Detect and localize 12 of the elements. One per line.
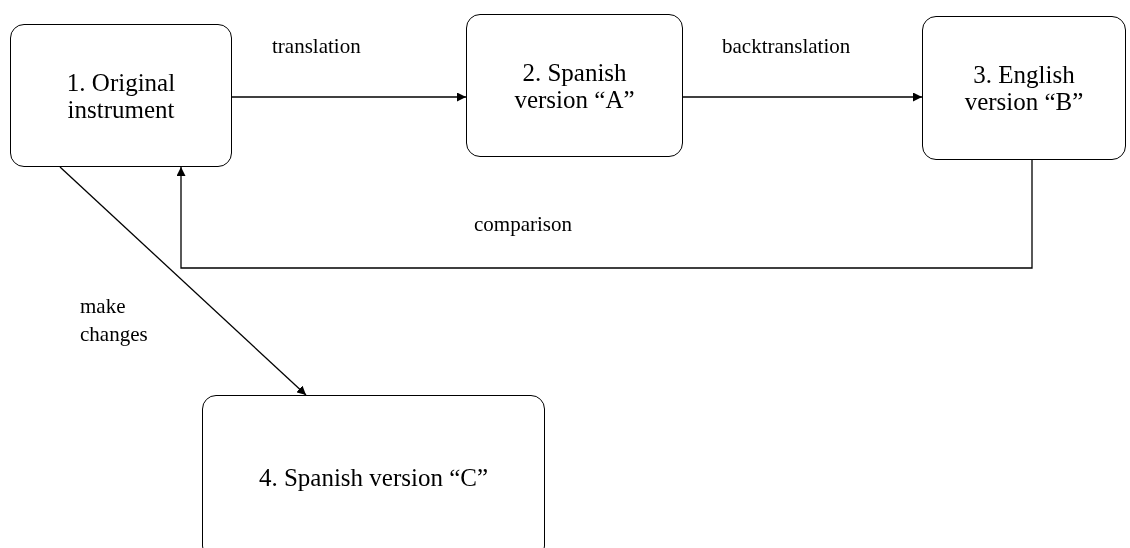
arrow: [176, 159, 1033, 269]
box-label: 3. English version “B”: [963, 61, 1085, 115]
process-box: [466, 14, 683, 157]
process-box: [10, 24, 232, 167]
process-box: [922, 16, 1126, 160]
process-box: [202, 395, 545, 548]
arrow: [682, 92, 923, 102]
box-label: 2. Spanish version “A”: [513, 58, 636, 113]
arrow: [231, 92, 467, 102]
box-label: 4. Spanish version “C”: [258, 464, 489, 491]
box-label: 1. Original instrument: [65, 68, 177, 123]
arrow: [59, 166, 307, 396]
